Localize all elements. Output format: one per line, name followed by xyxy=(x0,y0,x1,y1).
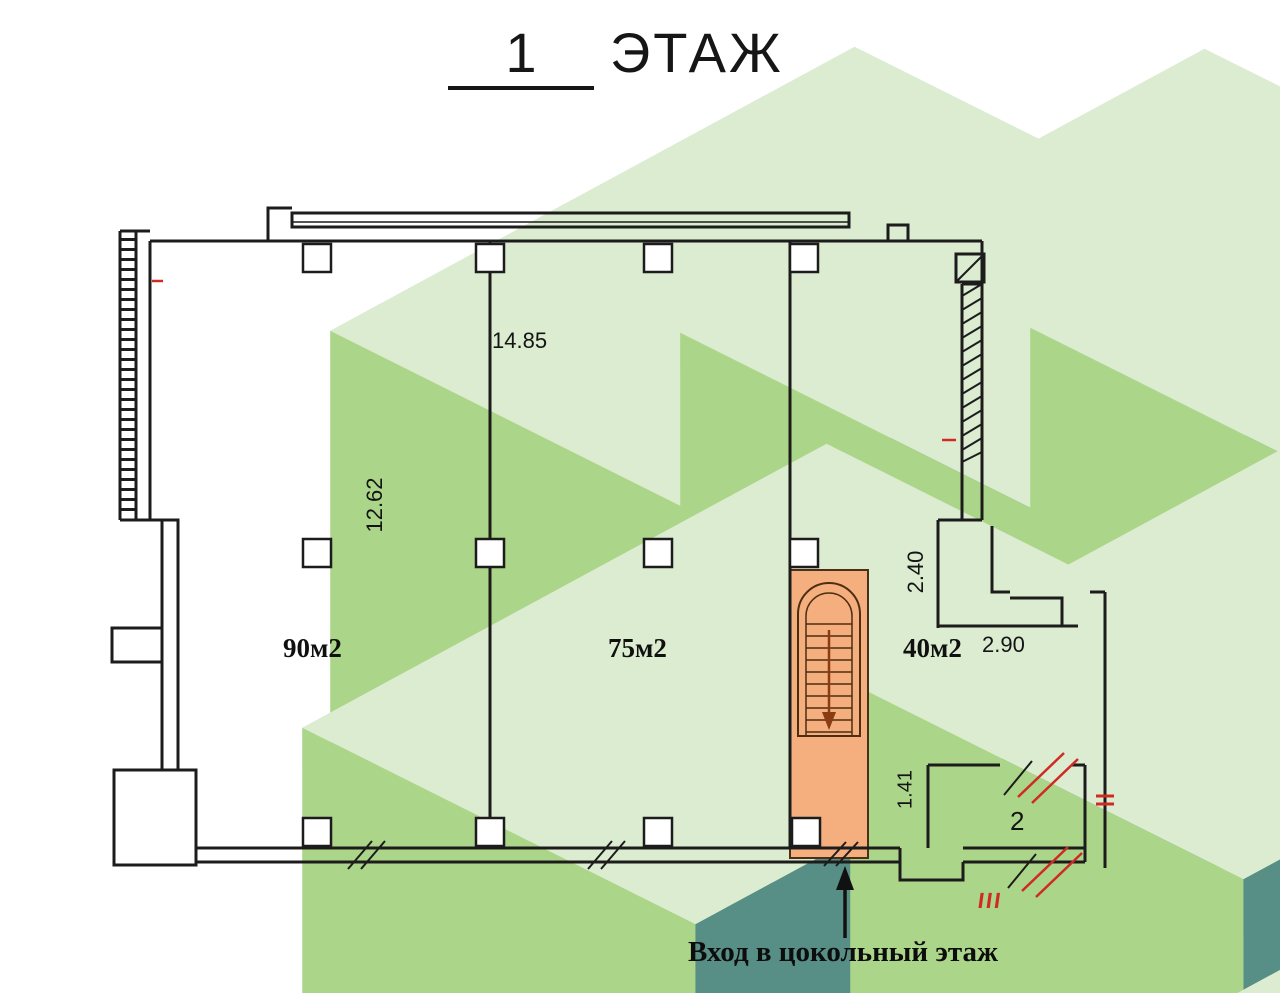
floor-number: 1 xyxy=(448,22,594,90)
column-square xyxy=(788,537,820,569)
left-pilaster xyxy=(160,518,180,772)
column-square xyxy=(301,537,333,569)
stairs-down-arrow-icon xyxy=(822,712,836,730)
column-square xyxy=(474,537,506,569)
left-block xyxy=(112,768,198,867)
column-square xyxy=(474,242,506,274)
floor-word: ЭТАЖ xyxy=(610,21,784,84)
column-square xyxy=(642,537,674,569)
top-left-stub xyxy=(266,206,292,241)
column-square xyxy=(788,242,820,274)
wall-lines xyxy=(110,206,1107,889)
door-swing-marks xyxy=(1017,752,1079,804)
left-notch xyxy=(110,626,164,664)
column-square xyxy=(301,816,333,848)
dimension-width-top: 14.85 xyxy=(492,328,548,353)
far-right-wall xyxy=(1090,590,1107,868)
red-double-dash xyxy=(1096,794,1114,806)
column-square xyxy=(642,242,674,274)
column-square xyxy=(301,242,333,274)
column-square xyxy=(790,816,822,848)
right-wall-hatch xyxy=(961,283,983,463)
dimension-height-left: 12.62 xyxy=(362,477,387,533)
top-beam xyxy=(290,211,851,229)
room-2-walls xyxy=(898,763,1087,882)
dimension-stair-width: 2.40 xyxy=(903,550,928,594)
column-square xyxy=(642,816,674,848)
page-title: 1 ЭТАЖ xyxy=(448,22,784,90)
column-square xyxy=(474,816,506,848)
dimension-door-width: 1.41 xyxy=(894,770,917,809)
red-tally-marks: III xyxy=(976,888,1005,913)
room-label-75m2: 75м2 xyxy=(608,633,667,663)
entrance-arrow-icon xyxy=(836,866,854,890)
room-label-40m2: 40м2 xyxy=(903,633,962,663)
entrance-caption: Вход в цокольный этаж xyxy=(687,936,999,968)
wall-break-symbols xyxy=(347,840,859,870)
red-marks xyxy=(152,279,1114,898)
room-label-2: 2 xyxy=(1010,806,1025,836)
door-swing-marks xyxy=(1021,846,1083,898)
right-niche xyxy=(938,526,1078,628)
dimension-entry-width: 2.90 xyxy=(982,632,1025,657)
top-right-notch xyxy=(886,223,910,241)
column-squares xyxy=(301,242,822,848)
room-label-90m2: 90м2 xyxy=(283,633,342,663)
